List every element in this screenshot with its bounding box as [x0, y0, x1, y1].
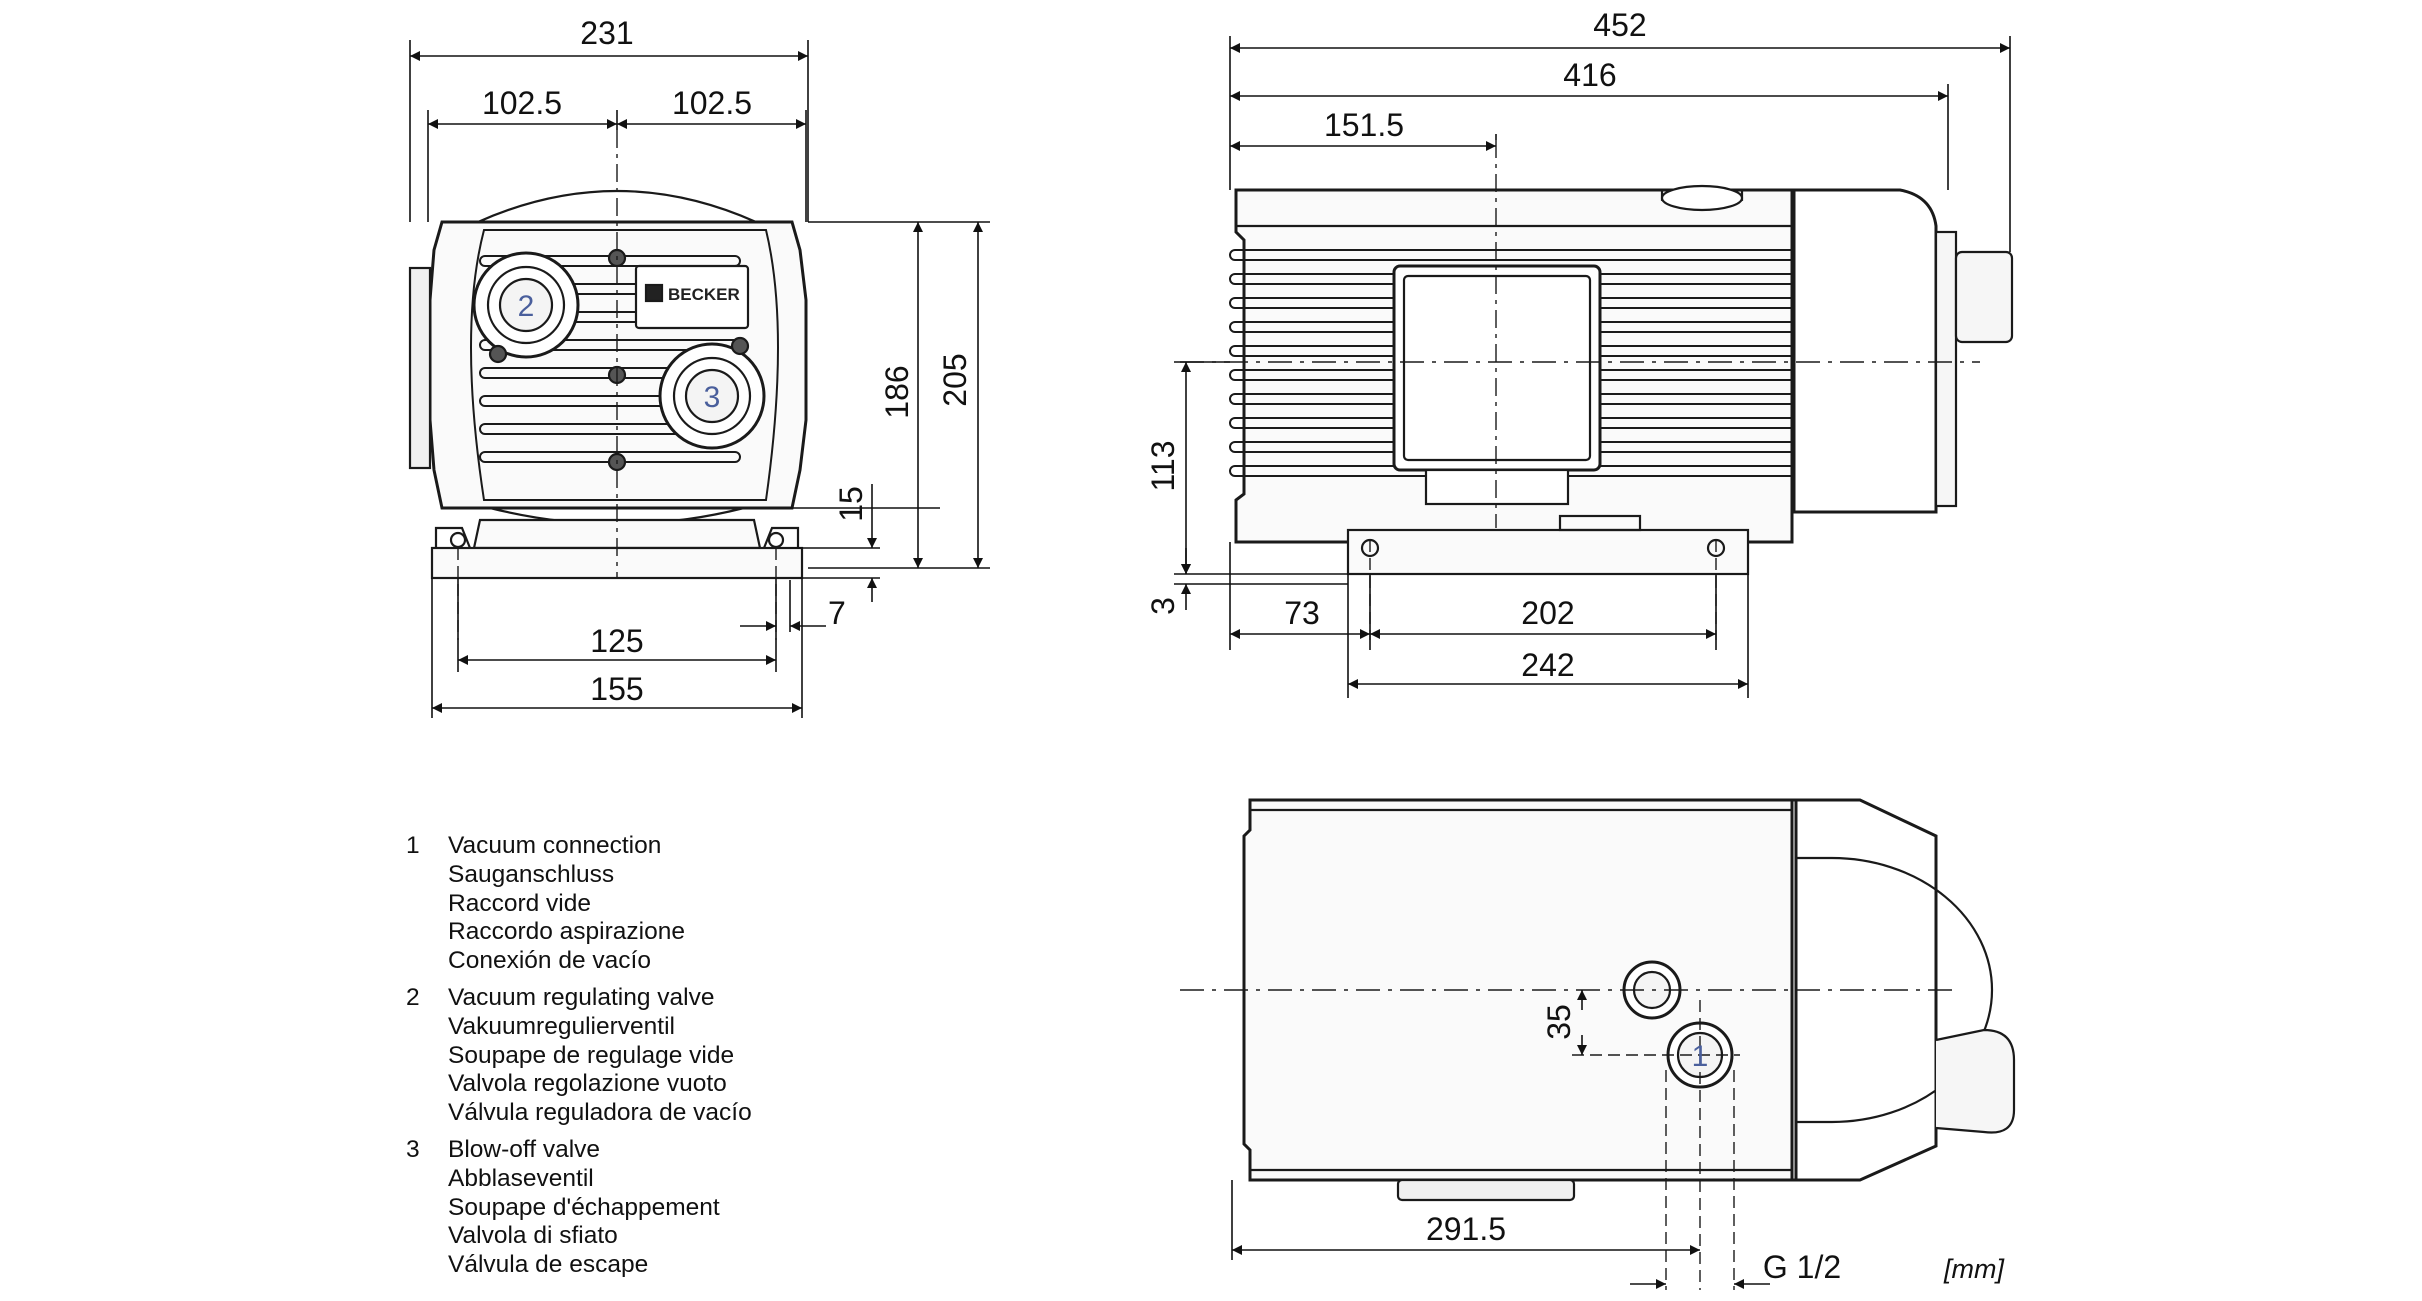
- legend-number: 2: [406, 983, 420, 1011]
- dim-connection-offset: 35: [1541, 1004, 1577, 1040]
- side-view-dimensions: [1174, 36, 2011, 698]
- front-view-dimensions: [409, 40, 990, 718]
- legend-line: Válvula de escape: [448, 1251, 649, 1279]
- legend-number: 3: [406, 1135, 420, 1163]
- dim-thread-size: G 1/2: [1763, 1249, 1841, 1285]
- dim-body-length: 416: [1563, 57, 1616, 93]
- dim-inner-hole-spacing: 125: [590, 623, 643, 659]
- dim-front-to-hole: 73: [1284, 595, 1320, 631]
- dimension-labels: 231 102.5 102.5 205 186 15 7 125 155 452…: [482, 7, 2006, 1285]
- dim-base-offset: 3: [1145, 597, 1181, 615]
- legend-line: Sauganschluss: [448, 860, 615, 888]
- legend-line: Raccord vide: [448, 889, 591, 917]
- dim-overall-width: 231: [580, 15, 633, 51]
- balloons: 2 3 1: [518, 290, 1709, 1073]
- legend-line: Conexión de vacío: [448, 947, 651, 975]
- balloon-1: 1: [1692, 1040, 1709, 1073]
- legend-line: Raccordo aspirazione: [448, 918, 685, 946]
- dim-outer-foot-width: 155: [590, 671, 643, 707]
- legend-line: Soupape d'échappement: [448, 1193, 720, 1221]
- legend-lines: Blow-off valve Abblaseventil Soupape d'é…: [448, 1136, 720, 1280]
- legend: 1 Vacuum connection Sauganschluss Raccor…: [406, 832, 752, 1288]
- side-view: [1180, 140, 2014, 640]
- legend-item: 2 Vacuum regulating valve Vakuumregulier…: [406, 984, 752, 1128]
- legend-line: Valvola di sfiato: [448, 1222, 618, 1250]
- balloon-3: 3: [704, 381, 721, 414]
- dim-hole-spacing: 202: [1521, 595, 1574, 631]
- dim-base-length: 242: [1521, 647, 1574, 683]
- dim-foot-height: 15: [833, 486, 869, 522]
- dim-cover-offset: 151.5: [1324, 107, 1404, 143]
- legend-item: 3 Blow-off valve Abblaseventil Soupape d…: [406, 1136, 752, 1280]
- legend-line: Blow-off valve: [448, 1135, 601, 1163]
- dim-axis-height: 113: [1145, 440, 1181, 491]
- legend-line: Vacuum connection: [448, 832, 662, 859]
- dim-overall-height: 205: [937, 353, 973, 406]
- dim-half-left: 102.5: [482, 85, 562, 121]
- becker-logo-text: BECKER: [668, 285, 740, 304]
- legend-lines: Vacuum connection Sauganschluss Raccord …: [448, 832, 685, 976]
- legend-item: 1 Vacuum connection Sauganschluss Raccor…: [406, 832, 752, 976]
- dim-foot-inset: 7: [828, 595, 846, 631]
- front-view: [408, 130, 808, 640]
- unit-label: [mm]: [1943, 1254, 2005, 1284]
- legend-line: Soupape de regulage vide: [448, 1041, 735, 1069]
- dim-housing-height: 186: [879, 365, 915, 418]
- dim-connection-length: 291.5: [1426, 1211, 1506, 1247]
- dim-half-right: 102.5: [672, 85, 752, 121]
- top-view-dimensions: [1231, 990, 1770, 1289]
- legend-line: Vakuumregulierventil: [448, 1012, 675, 1040]
- legend-line: Vacuum regulating valve: [448, 983, 715, 1011]
- balloon-2: 2: [518, 290, 535, 323]
- legend-line: Abblaseventil: [448, 1164, 594, 1192]
- legend-line: Valvola regolazione vuoto: [448, 1070, 727, 1098]
- legend-number: 1: [406, 832, 420, 859]
- legend-lines: Vacuum regulating valve Vakuumregulierve…: [448, 984, 752, 1128]
- top-view: [1180, 798, 2016, 1290]
- legend-line: Válvula reguladora de vacío: [448, 1099, 752, 1127]
- dim-overall-length: 452: [1593, 7, 1646, 43]
